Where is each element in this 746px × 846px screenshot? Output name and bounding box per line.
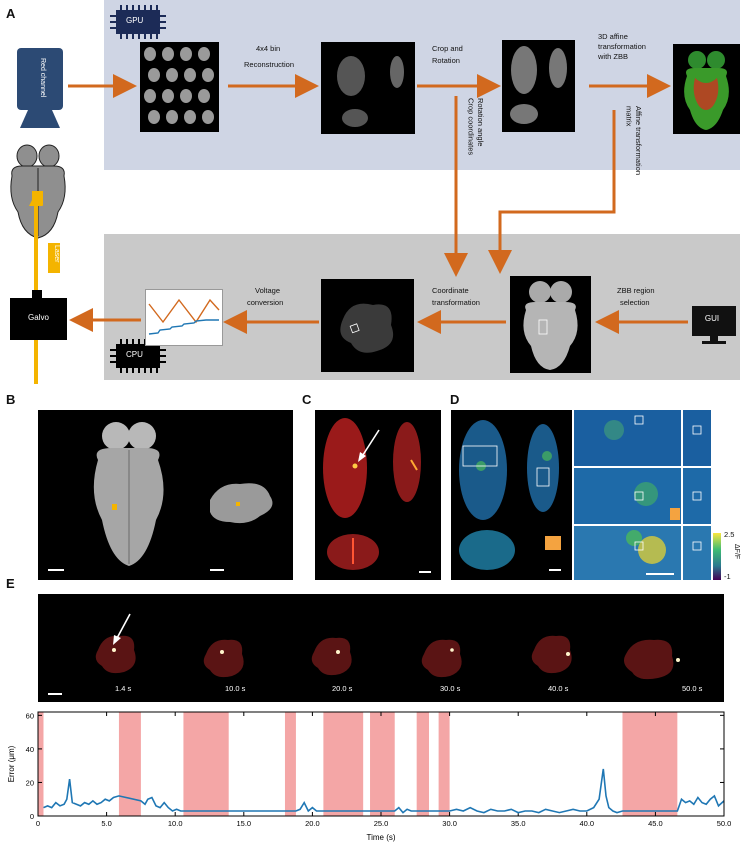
zbb-label-2: selection [620, 298, 650, 307]
shaded-interval-1 [118, 712, 141, 816]
timepoint-6: 50.0 s [682, 684, 703, 693]
timepoint-4: 30.0 s [440, 684, 461, 693]
panel-letter-c: C [302, 392, 312, 407]
shaded-interval-6 [416, 712, 430, 816]
x-tick-label-6: 30.0 [442, 819, 457, 828]
crop-label-1: Crop and [432, 44, 463, 53]
bin-label-2: Reconstruction [244, 60, 295, 69]
flow-arrows [68, 74, 688, 334]
panel-letter-e: E [6, 576, 15, 591]
colorbar-max-label: 2.5 [724, 530, 735, 539]
x-tick-label-7: 35.0 [511, 819, 526, 828]
shaded-interval-0 [38, 712, 44, 816]
x-tick-label-1: 5.0 [101, 819, 111, 828]
chart-shaded-intervals [38, 712, 678, 816]
panel-letter-b: B [6, 392, 16, 407]
y-tick-label-1: 20 [26, 778, 34, 787]
affine-matrix-label: Affine transformation matrix [624, 106, 643, 176]
laser-label: Laser [53, 245, 60, 263]
chart-ylabel: Error (μm) [7, 745, 16, 782]
shaded-interval-3 [284, 712, 296, 816]
bin-label-1: 4x4 bin [256, 44, 281, 53]
panel-letter-a: A [6, 6, 16, 21]
voltage-plot-tile [145, 289, 223, 346]
panel-d-overview [451, 410, 572, 580]
gui-label: GUI [704, 314, 720, 323]
x-tick-label-9: 45.0 [648, 819, 663, 828]
x-tick-label-10: 50.0 [717, 819, 732, 828]
laser-arrowhead-icon [29, 192, 43, 206]
zbb-registered-tile [673, 44, 740, 134]
x-tick-label-2: 10.0 [168, 819, 183, 828]
affine-label-2: transformation [598, 42, 646, 51]
galvo-mount [32, 290, 42, 300]
galvo-label: Galvo [28, 313, 49, 322]
zbb-label-1: ZBB region [617, 286, 655, 295]
coord-label-1: Coordinate [432, 286, 469, 295]
panel-b-image [38, 410, 293, 580]
gpu-chip-icon [110, 5, 166, 39]
voltage-label-2: conversion [247, 298, 284, 307]
panel-c-image [315, 410, 441, 580]
cropped-tile [502, 40, 575, 132]
chart-ticks: 0 5.0 10.0 15.0 20.0 25.0 30.0 35.0 40.0 45.0 50.0… [26, 711, 732, 828]
error-chart: 0 5.0 10.0 15.0 20.0 25.0 30.0 35.0 40.0 45.0 50.0… [7, 711, 732, 842]
shaded-interval-4 [323, 712, 364, 816]
affine-label-3: with ZBB [598, 52, 629, 61]
red-channel-label: Red channel [39, 58, 46, 98]
y-tick-label-2: 40 [26, 745, 34, 754]
coord-label-2: transformation [432, 298, 480, 307]
cpu-chip-icon [110, 339, 166, 373]
colorbar-min-label: -1 [724, 572, 731, 581]
panel-d-side-column [683, 410, 711, 580]
gpu-label: GPU [126, 16, 144, 25]
panel-letter-d: D [450, 392, 460, 407]
shaded-interval-7 [438, 712, 450, 816]
panel-d-zoom-column [574, 410, 681, 580]
chart-frame [37, 711, 725, 817]
rotation-crop-label: Rotation angle Crop coordinates [466, 98, 485, 156]
x-tick-label-0: 0 [36, 819, 40, 828]
raw-image-tile [140, 42, 219, 132]
camera-icon [17, 48, 63, 128]
colorbar [713, 533, 721, 580]
x-tick-label-5: 25.0 [374, 819, 389, 828]
laser-box [48, 243, 60, 273]
coordinate-tile [321, 279, 414, 372]
crop-label-2: Rotation [432, 56, 460, 65]
error-series-line [43, 768, 725, 814]
chart-xlabel: Time (s) [366, 833, 395, 842]
timepoint-5: 40.0 s [548, 684, 569, 693]
panel-e-timelapse [38, 594, 724, 702]
timepoint-1: 1.4 s [115, 684, 132, 693]
shaded-interval-5 [370, 712, 395, 816]
shaded-interval-8 [622, 712, 678, 816]
colorbar-label: ΔF/F [732, 544, 740, 560]
reconstruction-tile [321, 42, 415, 134]
timepoint-3: 20.0 s [332, 684, 353, 693]
timepoint-2: 10.0 s [225, 684, 246, 693]
y-tick-label-3: 60 [26, 711, 34, 720]
x-tick-label-3: 15.0 [236, 819, 251, 828]
x-tick-label-8: 40.0 [579, 819, 594, 828]
galvo-box [10, 298, 67, 340]
cpu-label: CPU [126, 350, 143, 359]
gui-monitor-icon [692, 306, 736, 344]
shaded-interval-2 [183, 712, 229, 816]
y-tick-label-0: 0 [30, 812, 34, 821]
voltage-label-1: Voltage [255, 286, 281, 295]
zbb-selection-tile [510, 276, 591, 373]
x-tick-label-4: 20.0 [305, 819, 320, 828]
affine-label-1: 3D affine [598, 32, 628, 41]
